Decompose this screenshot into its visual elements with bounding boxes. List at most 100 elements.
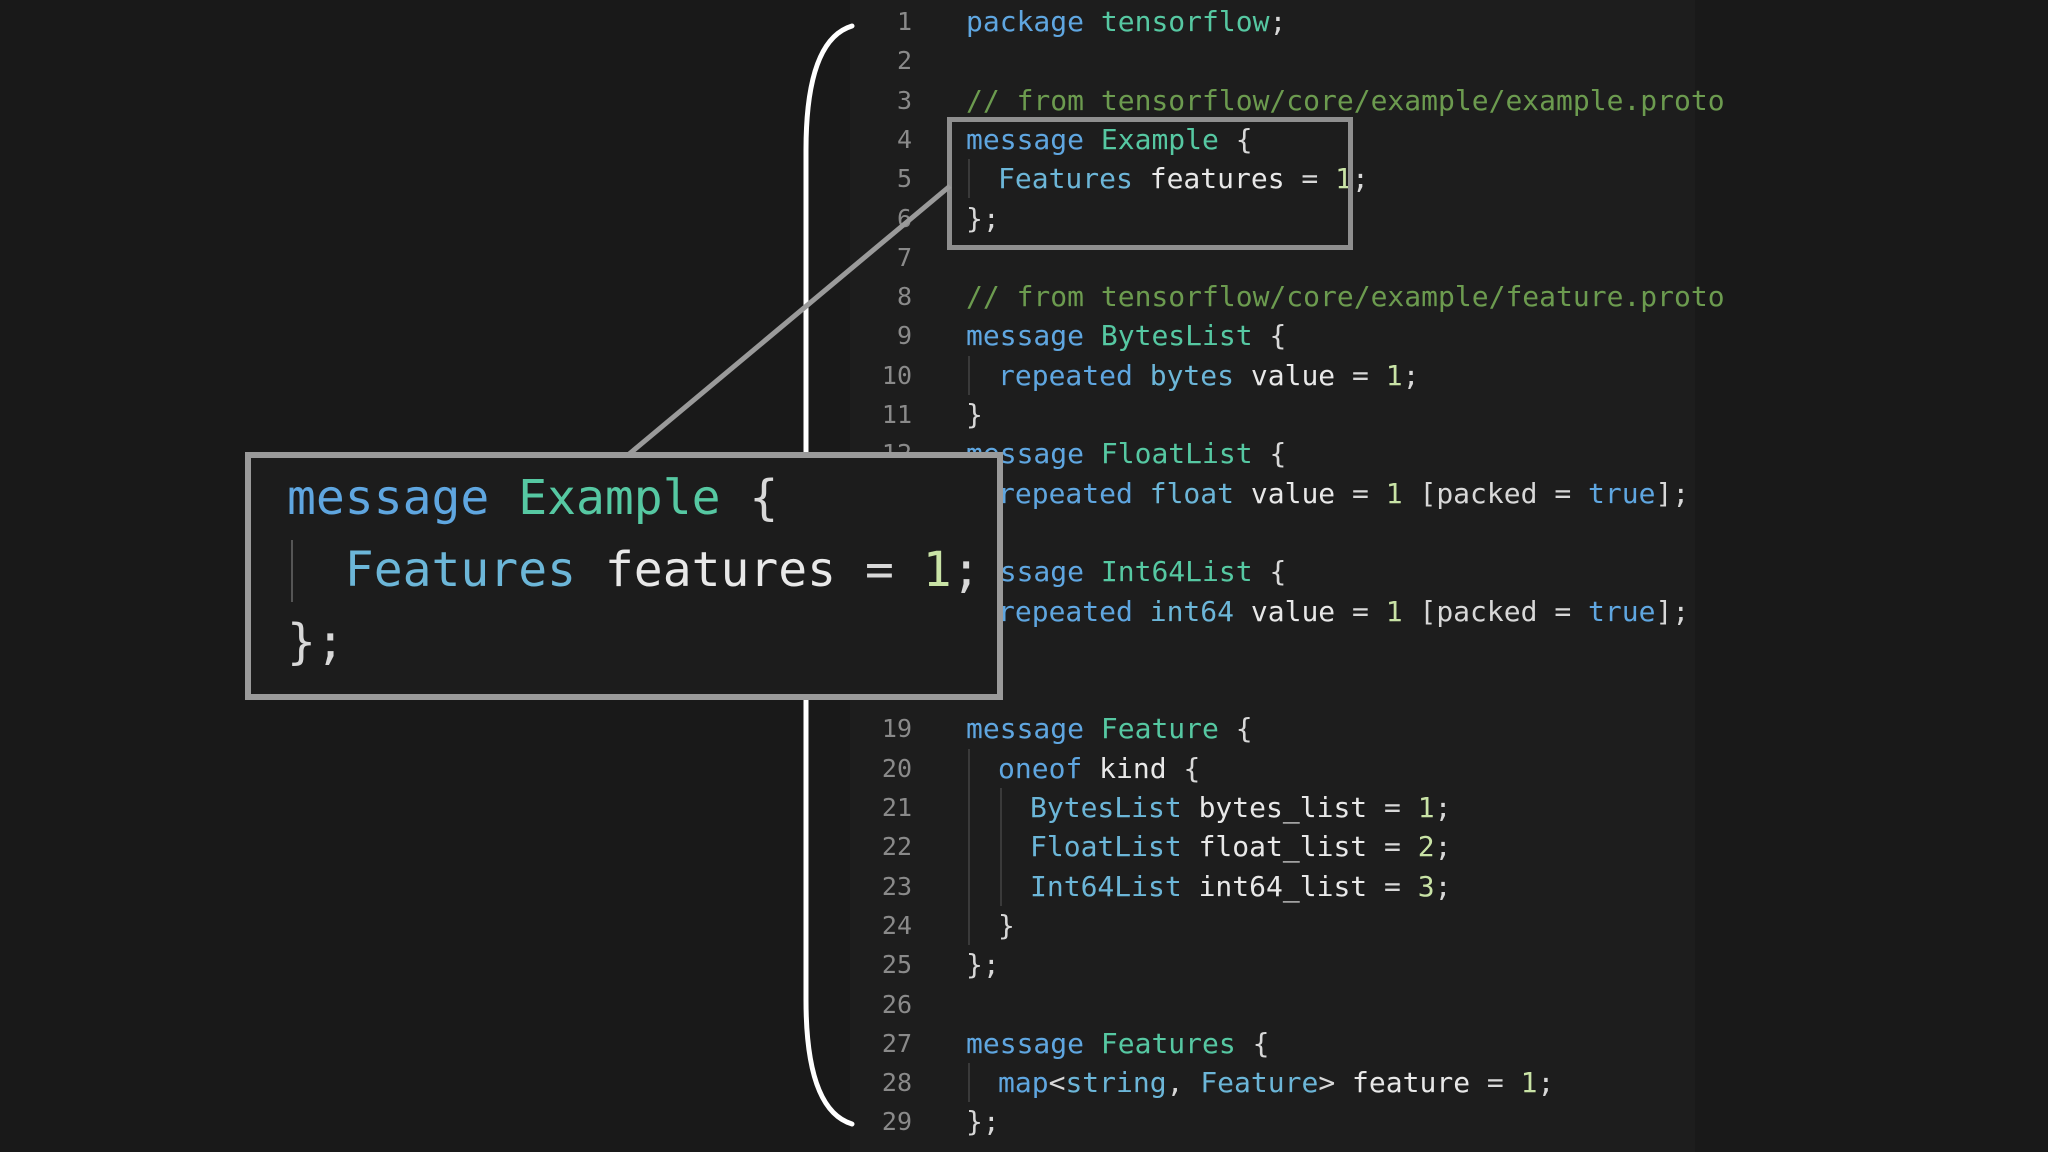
code-token: { <box>1218 122 1253 156</box>
code-token: { <box>1218 712 1253 746</box>
callout-token: { <box>720 470 779 526</box>
code-token: 2 <box>1417 830 1435 864</box>
code-token: ; <box>1434 791 1452 824</box>
line-number: 25 <box>881 950 912 980</box>
code-text: map<string, Feature> feature = 1; <box>998 1063 1554 1102</box>
code-token: float_list <box>1198 830 1368 864</box>
code-token: Int64List <box>1100 555 1253 589</box>
code-token <box>1133 359 1150 392</box>
code-token: 1 <box>1520 1066 1538 1100</box>
code-token: = <box>1367 830 1418 864</box>
code-token: features <box>1149 162 1285 196</box>
code-token: BytesList <box>1100 319 1253 353</box>
callout-code-line: message Example { <box>287 468 778 528</box>
code-token: { <box>1252 319 1287 353</box>
callout-token: message <box>287 470 490 526</box>
code-line: 28 map<string, Feature> feature = 1; <box>850 1063 1695 1103</box>
indent-guide <box>968 748 970 788</box>
code-token <box>1084 319 1101 352</box>
line-number: 29 <box>881 1107 912 1137</box>
code-text: }; <box>966 1102 1000 1141</box>
code-line: 3// from tensorflow/core/example/example… <box>850 81 1725 120</box>
code-token: { <box>1166 751 1201 785</box>
code-token: = <box>1335 358 1386 392</box>
code-token: value <box>1250 594 1336 628</box>
code-token: ; <box>1434 830 1452 864</box>
code-token: [packed = <box>1402 594 1589 628</box>
code-token: bytes <box>1149 358 1235 392</box>
code-text: repeated bytes value = 1; <box>998 356 1419 395</box>
code-token: feature <box>1352 1066 1471 1100</box>
callout-token: 1 <box>922 542 952 598</box>
line-number: 28 <box>881 1068 912 1098</box>
code-token: ; <box>1352 162 1369 196</box>
code-token: 3 <box>1417 869 1435 903</box>
code-token: = <box>1335 476 1386 510</box>
code-token <box>1084 712 1101 745</box>
magnified-callout: message Example { Features features = 1;… <box>245 452 1003 700</box>
line-number: 7 <box>896 242 912 272</box>
code-token: Features <box>1100 1026 1236 1060</box>
callout-token: ; <box>951 542 981 598</box>
code-line: 2 <box>850 41 1695 80</box>
code-token <box>1234 359 1251 392</box>
code-token: BytesList <box>1030 791 1182 824</box>
code-token: { <box>1235 1026 1270 1060</box>
line-number: 2 <box>896 46 912 76</box>
code-text: message FloatList { <box>966 434 1286 473</box>
callout-token: features <box>604 542 837 598</box>
code-token: }; <box>966 948 1000 982</box>
line-number: 3 <box>896 85 912 115</box>
code-token: < <box>1048 1066 1066 1100</box>
code-token: = <box>1470 1066 1521 1100</box>
code-token: 1 <box>1385 594 1403 628</box>
code-token: }; <box>966 201 1000 235</box>
line-number: 24 <box>881 910 912 940</box>
code-token: true <box>1588 594 1656 628</box>
callout-token: Example <box>518 470 721 526</box>
code-token: message <box>966 1026 1085 1060</box>
code-token: Feature <box>1100 712 1219 746</box>
code-token: ; <box>1434 869 1452 903</box>
indent-guide <box>968 159 970 199</box>
code-token: Example <box>1100 122 1219 156</box>
code-line: repeated int64 value = 1 [packed = true]… <box>850 591 1695 631</box>
highlight-box <box>947 117 1353 250</box>
line-number: 6 <box>896 203 912 233</box>
code-token: int64 <box>1149 594 1235 628</box>
code-line: 24} <box>850 905 1695 946</box>
callout-token <box>489 470 518 526</box>
code-token: = <box>1284 162 1336 196</box>
code-token: 1 <box>1335 162 1353 196</box>
code-token <box>1182 830 1199 863</box>
code-token: ; <box>1537 1066 1555 1100</box>
code-line: 8// from tensorflow/core/example/feature… <box>850 277 1725 316</box>
code-token: }; <box>966 1105 1000 1139</box>
code-text: }; <box>966 199 1000 238</box>
indent-guide <box>968 866 970 906</box>
code-token: message <box>966 319 1085 353</box>
code-token: Feature <box>1200 1066 1319 1100</box>
code-token: tensorflow <box>1100 5 1270 38</box>
code-text: message Example { <box>966 120 1253 159</box>
indent-guide <box>968 355 970 395</box>
code-token: package <box>966 5 1085 38</box>
callout-token: = <box>836 542 923 598</box>
callout-token <box>287 542 345 598</box>
code-token <box>1234 477 1251 510</box>
code-text: // from tensorflow/core/example/feature.… <box>966 277 1725 316</box>
indent-guide <box>968 827 970 867</box>
code-token: 1 <box>1385 358 1403 392</box>
code-token: kind <box>1099 751 1167 785</box>
line-number: 22 <box>881 832 912 862</box>
code-token: ]; <box>1655 594 1690 628</box>
callout-code-line: }; <box>287 612 345 672</box>
code-token: message <box>966 712 1085 746</box>
